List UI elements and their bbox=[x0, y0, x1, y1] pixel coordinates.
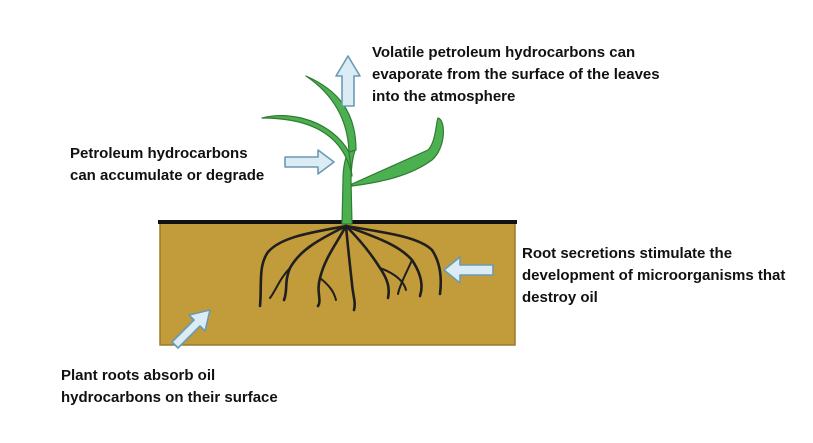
left-arrow-icon bbox=[443, 256, 494, 284]
diagonal-arrow-icon bbox=[171, 309, 211, 349]
label-accumulate-degrade: Petroleum hydrocarbons can accumulate or… bbox=[70, 145, 265, 184]
plant-shoot bbox=[261, 75, 444, 225]
left-leaf bbox=[261, 115, 353, 177]
up-arrow-icon bbox=[335, 55, 361, 107]
plant-roots bbox=[258, 224, 443, 312]
label-root-secretions: Root secretions stimulate the developmen… bbox=[522, 245, 786, 306]
right-leaf bbox=[351, 117, 444, 187]
label-volatile-evaporation: Volatile petroleum hydrocarbons can evap… bbox=[372, 44, 660, 105]
center-leaf bbox=[305, 75, 357, 153]
label-roots-absorb: Plant roots absorb oil hydrocarbons on t… bbox=[61, 367, 278, 406]
right-arrow-icon bbox=[284, 149, 335, 175]
